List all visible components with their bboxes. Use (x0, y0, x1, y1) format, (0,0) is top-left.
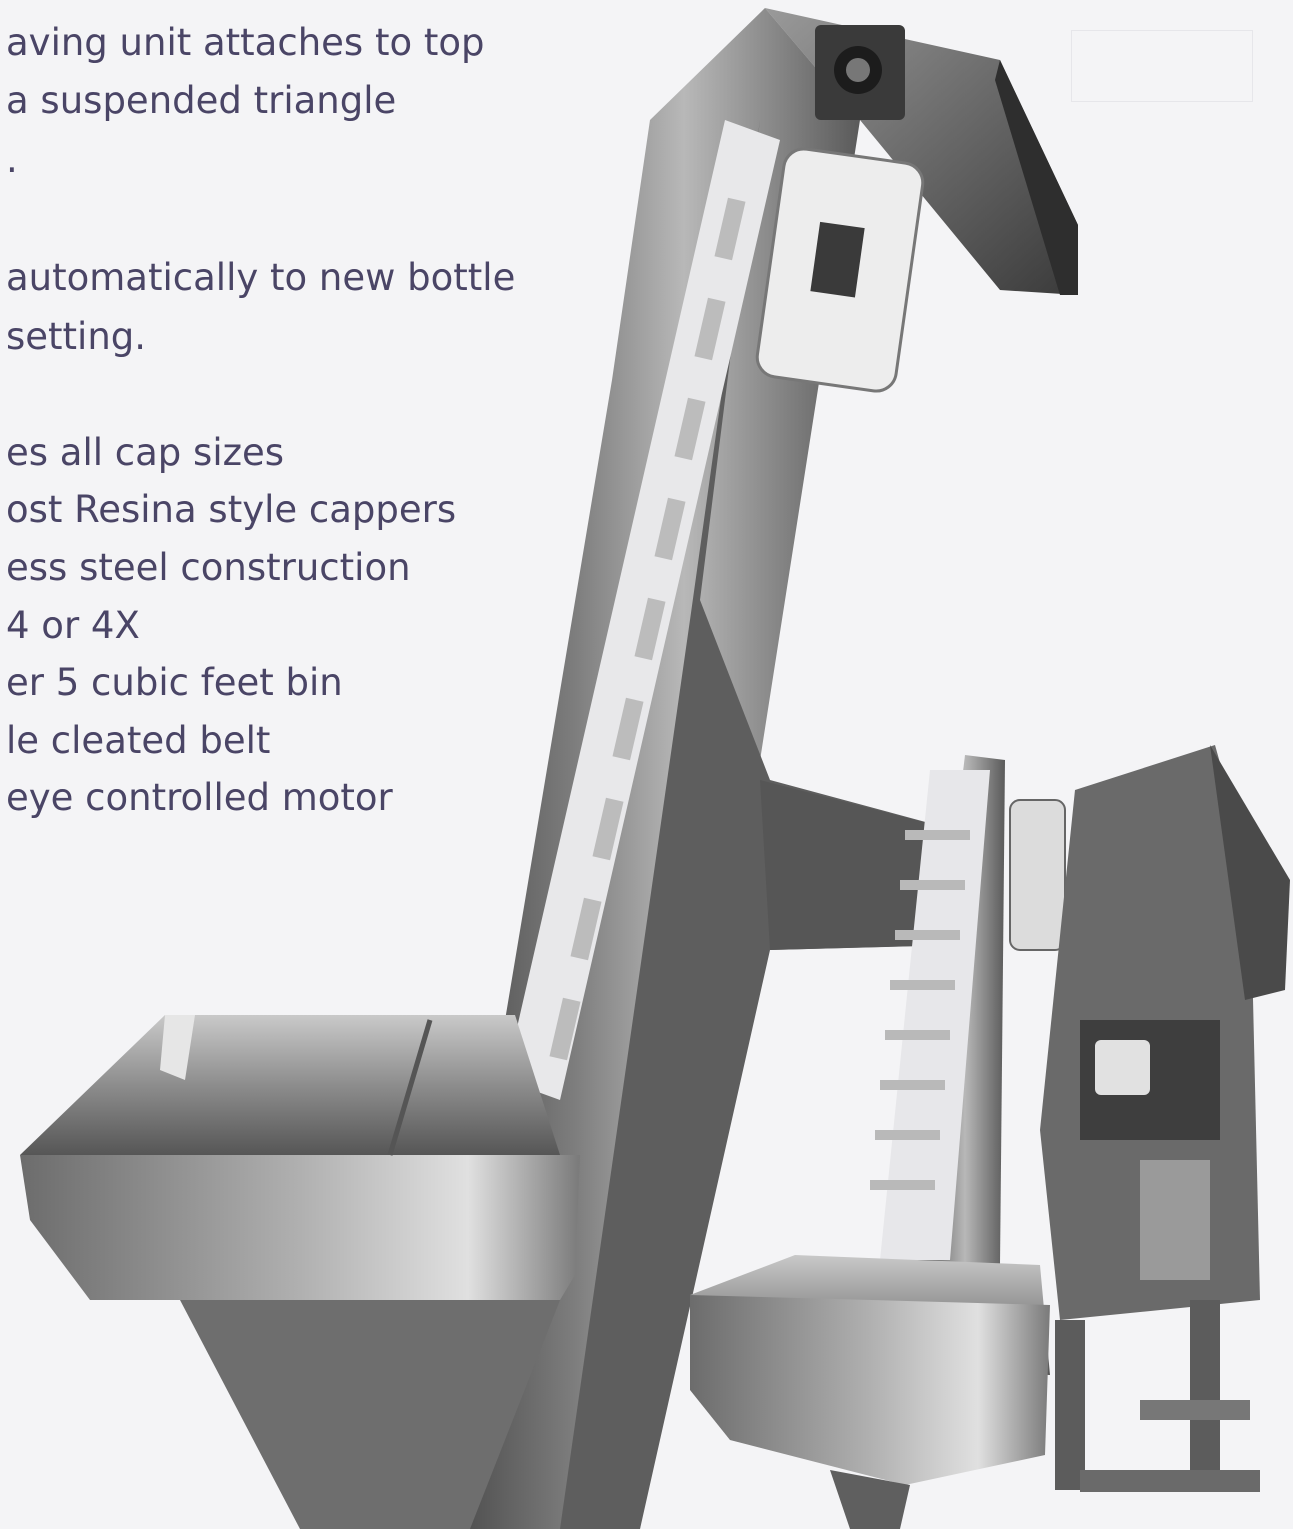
description-line-5: setting. (6, 315, 147, 358)
drive-motor (755, 25, 925, 393)
description-line-1: aving unit attaches to top (6, 21, 485, 64)
description-line-9: 4 or 4X (6, 604, 140, 647)
description-line-6: es all cap sizes (6, 431, 285, 474)
small-elevator (870, 745, 1290, 1492)
description-line-4: automatically to new bottle (6, 256, 516, 299)
cleated-belt (505, 120, 780, 1100)
faint-frame (1071, 30, 1253, 102)
description-line-2: a suspended triangle (6, 79, 397, 122)
description-line-10: er 5 cubic feet bin (6, 661, 343, 704)
support-arm (760, 780, 955, 950)
description-line-12: eye controlled motor (6, 776, 393, 819)
small-hopper (690, 1255, 1050, 1529)
large-hopper (20, 1015, 580, 1529)
description-line-8: ess steel construction (6, 546, 411, 589)
description-line-3: . (6, 138, 18, 181)
description-line-11: le cleated belt (6, 719, 271, 762)
description-line-7: ost Resina style cappers (6, 488, 457, 531)
